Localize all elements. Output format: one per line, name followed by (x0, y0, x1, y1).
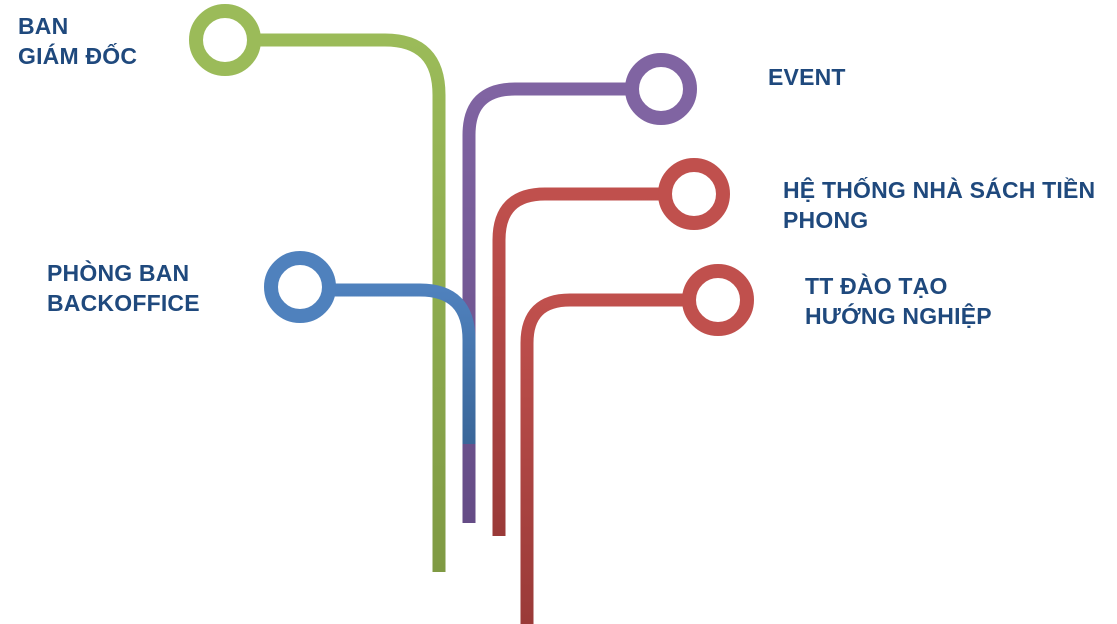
branch-event (462, 82, 630, 523)
label-line: TT ĐÀO TẠO (805, 273, 948, 299)
branch-he-thong-nha-sach (492, 187, 662, 536)
node-circle-icon (658, 158, 730, 230)
connector-line (462, 82, 630, 523)
label-line: BACKOFFICE (47, 290, 200, 316)
node-circle-icon (189, 4, 261, 76)
label-he-thong-nha-sach: HỆ THỐNG NHÀ SÁCH TIỀN PHONG (783, 175, 1095, 235)
connector-line (330, 283, 476, 444)
label-event: EVENT (768, 62, 846, 92)
connector-line (520, 293, 688, 624)
connector-line (492, 187, 662, 536)
node-circle-icon (625, 53, 697, 125)
label-tt-dao-tao: TT ĐÀO TẠO HƯỚNG NGHIỆP (805, 271, 992, 331)
label-line: PHÒNG BAN (47, 260, 190, 286)
label-line: HỆ THỐNG NHÀ SÁCH TIỀN (783, 177, 1096, 203)
label-line: BAN (18, 13, 69, 39)
label-line: HƯỚNG NGHIỆP (805, 303, 992, 329)
label-line: EVENT (768, 64, 846, 90)
label-phong-ban-backoffice: PHÒNG BAN BACKOFFICE (47, 258, 200, 318)
label-line: PHONG (783, 207, 869, 233)
label-ban-giam-doc: BAN GIÁM ĐỐC (18, 11, 137, 71)
connector-line (258, 33, 446, 572)
node-circle-icon (264, 251, 336, 323)
branch-tt-dao-tao (520, 293, 688, 624)
branch-phong-ban-backoffice (330, 283, 476, 444)
branch-ban-giam-doc (258, 33, 446, 572)
label-line: GIÁM ĐỐC (18, 43, 138, 69)
node-circle-icon (682, 264, 754, 336)
